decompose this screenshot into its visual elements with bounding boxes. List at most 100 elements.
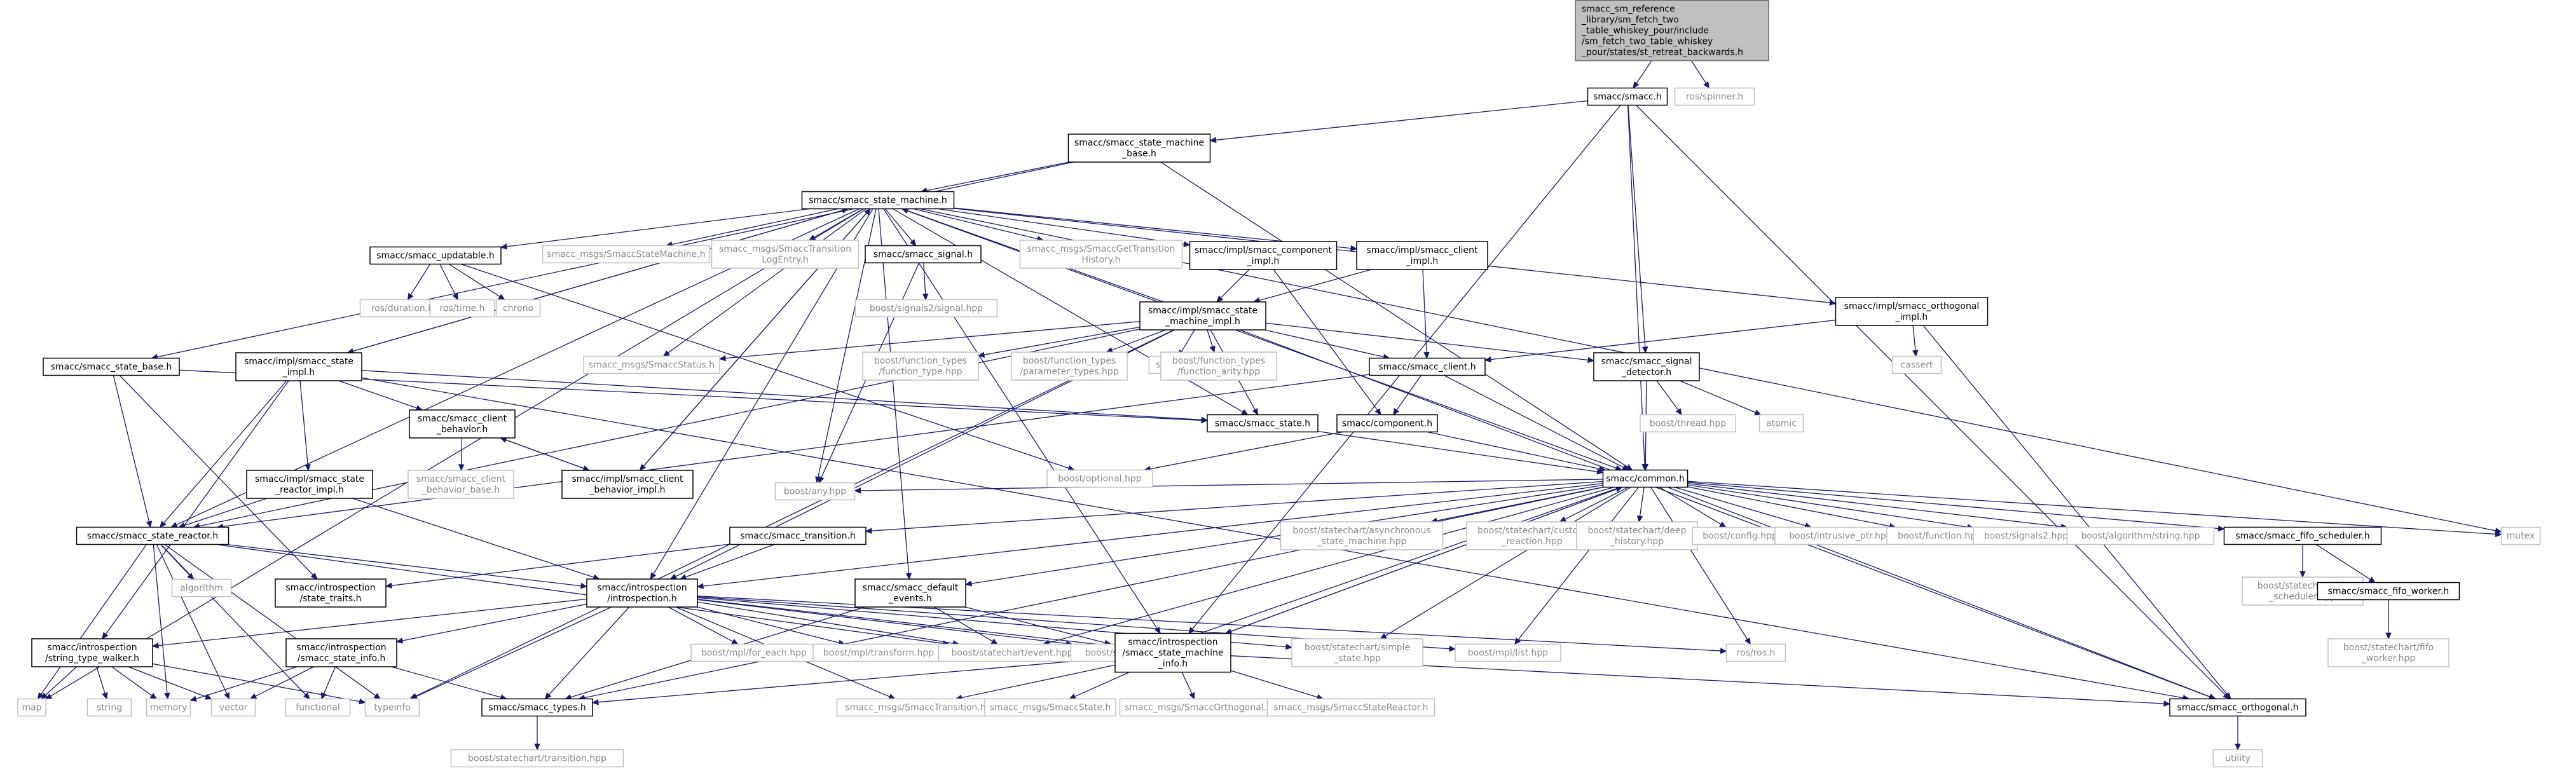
node-stw[interactable]: smacc/introspection/string_type_walker.h: [31, 638, 153, 667]
node-label: smacc/smacc_updatable.h: [376, 251, 495, 261]
node-label: smacc/common.h: [1606, 474, 1685, 484]
node-state_base[interactable]: smacc/smacc_state_base.h: [43, 357, 180, 376]
node-box: [1189, 241, 1338, 270]
node-label: string: [97, 703, 122, 713]
edge-smacc_h-to-sm_base: [1209, 100, 1588, 144]
edge-common-to-sc_state: [1168, 486, 1621, 645]
node-box: [1207, 414, 1319, 433]
node-state_reactor[interactable]: smacc/smacc_state_reactor.h: [76, 526, 230, 545]
node-default_events[interactable]: smacc/smacc_default_events.h: [854, 578, 966, 608]
node-transform: boost/mpl/transform.hpp: [812, 643, 945, 662]
node-box: [1067, 133, 1211, 163]
node-sr_impl[interactable]: smacc/impl/smacc_state_reactor_impl.h: [246, 470, 373, 499]
node-box: [812, 643, 945, 662]
node-types_h[interactable]: smacc/smacc_types.h: [481, 698, 593, 717]
node-label: functional: [296, 703, 340, 713]
node-signals2_signal: boost/signals2/signal.hpp: [854, 299, 998, 318]
node-common[interactable]: smacc/common.h: [1602, 469, 1689, 488]
node-chrono: chrono: [495, 299, 541, 318]
node-client_impl[interactable]: smacc/impl/smacc_client_impl.h: [1356, 241, 1488, 270]
node-box: [1835, 297, 1989, 326]
node-orthogonal_h[interactable]: smacc/smacc_orthogonal.h: [2169, 698, 2306, 717]
node-box: [2327, 638, 2449, 667]
node-functional: functional: [285, 698, 351, 717]
node-client_h[interactable]: smacc/smacc_client.h: [1369, 357, 1486, 376]
node-label: ros/ros.h: [1737, 648, 1776, 658]
edge-component_h-to-optional: [1143, 431, 1343, 472]
node-sm_base[interactable]: smacc/smacc_state_machine_base.h: [1067, 133, 1211, 163]
node-sm_impl[interactable]: smacc/impl/smacc_state_machine_impl.h: [1139, 301, 1266, 331]
edge-sm_impl-to-ft_arity: [1207, 329, 1216, 353]
node-state_h[interactable]: smacc/smacc_state.h: [1207, 414, 1319, 433]
node-state_info[interactable]: smacc/introspection/smacc_state_info.h: [285, 638, 397, 667]
node-box: [1725, 643, 1786, 662]
node-orth_impl[interactable]: smacc/impl/smacc_orthogonal_impl.h: [1835, 297, 1989, 326]
node-box: [364, 698, 420, 717]
node-sm_h[interactable]: smacc/smacc_state_machine.h: [801, 191, 955, 210]
edge-sm_h-to-sm_info: [883, 208, 1161, 634]
node-box: [1593, 352, 1700, 381]
node-label: smacc_msgs/SmaccStatus.h: [589, 360, 715, 371]
node-state_impl[interactable]: smacc/impl/smacc_state_impl.h: [235, 352, 362, 381]
edge-sm_impl-to-client_h: [1264, 329, 1390, 360]
edge-state_reactor-to-memory: [153, 544, 170, 700]
node-box: [836, 698, 995, 717]
node-state_traits[interactable]: smacc/introspection/state_traits.h: [275, 578, 387, 608]
node-label: smacc/smacc_state.h: [1215, 419, 1310, 429]
node-sig_det[interactable]: smacc/smacc_signal_detector.h: [1593, 352, 1700, 381]
edge-state_reactor-to-vector: [156, 544, 230, 700]
node-label: smacc/introspection/string_type_walker.h: [45, 643, 139, 664]
node-sm_info[interactable]: smacc/introspection/smacc_state_machine_…: [1114, 632, 1231, 673]
node-msg_transition: smacc_msgs/SmaccTransition.h: [836, 698, 995, 717]
edge-orth_impl-to-client_h: [1484, 319, 1836, 363]
node-smacc_h[interactable]: smacc/smacc.h: [1587, 87, 1668, 106]
node-component_h[interactable]: smacc/component.h: [1336, 414, 1438, 433]
node-label: boost/mpl/list.hpp: [1468, 648, 1548, 658]
edge-component_h-to-common: [1427, 431, 1607, 472]
node-signals2: boost/signals2.hpp: [1973, 526, 2079, 545]
node-sc_transition: boost/statechart/transition.hpp: [450, 749, 624, 768]
node-label: cassert: [1901, 360, 1933, 371]
node-root[interactable]: smacc_sm_reference_library/sm_fetch_two_…: [1575, 0, 1769, 62]
node-label: smacc/smacc_state_base.h: [51, 362, 172, 372]
node-box: [2066, 526, 2215, 545]
node-box: [495, 299, 541, 318]
node-fifo_sched[interactable]: smacc/smacc_fifo_scheduler.h: [2223, 526, 2382, 545]
node-fifo_worker[interactable]: smacc/smacc_fifo_worker.h: [2317, 582, 2460, 601]
edge-stw-to-typeinfo: [152, 663, 366, 705]
node-transition_h[interactable]: smacc/smacc_transition.h: [729, 526, 867, 545]
node-box: [1587, 87, 1668, 106]
node-utility: utility: [2212, 749, 2263, 768]
node-cb_h[interactable]: smacc/smacc_client_behavior.h: [409, 409, 516, 439]
edge-sm_h-to-msg_status: [662, 208, 867, 357]
edge-stw-to-map: [40, 666, 78, 700]
edge-orth_impl-to-orthogonal_h: [1922, 325, 2231, 700]
node-label: smacc/smacc_fifo_scheduler.h: [2235, 531, 2369, 542]
edge-updatable-to-ros_time: [439, 264, 458, 301]
edge-sm_h-to-map: [45, 208, 864, 700]
edge-orthogonal_h-to-utility: [2235, 716, 2241, 751]
node-cb_impl[interactable]: smacc/impl/smacc_client_behavior_impl.h: [561, 470, 694, 499]
node-label: ros/time.h: [440, 304, 485, 314]
node-box: [2317, 582, 2460, 601]
edge-sm_h-to-comp_impl: [937, 208, 1191, 247]
node-introspection[interactable]: smacc/introspection/introspection.h: [586, 578, 698, 608]
node-box: [1019, 240, 1183, 269]
node-comp_impl[interactable]: smacc/impl/smacc_component_impl.h: [1189, 241, 1338, 270]
node-box: [1336, 414, 1438, 433]
node-updatable[interactable]: smacc/smacc_updatable.h: [369, 246, 502, 265]
edge-sm_impl-to-sig_det: [1265, 322, 1595, 364]
node-box: [862, 351, 979, 381]
node-box: [1640, 414, 1736, 433]
node-msg_sr: smacc_msgs/SmaccStateReactor.h: [1266, 698, 1435, 717]
edge-orth_impl-to-cassert: [1912, 325, 1919, 357]
node-signal[interactable]: smacc/smacc_signal.h: [865, 245, 982, 264]
node-label: boost/function.hpp: [1898, 531, 1982, 542]
node-label: smacc/introspection/smacc_state_machine_…: [1122, 638, 1223, 669]
edge-state_base-to-state_traits: [119, 375, 318, 580]
node-label: smacc/smacc_types.h: [488, 703, 586, 713]
edge-stw-to-memory: [111, 666, 158, 700]
edge-common-to-mpl_list: [1514, 487, 1639, 645]
edge-sig_det-to-atomic: [1680, 380, 1762, 416]
